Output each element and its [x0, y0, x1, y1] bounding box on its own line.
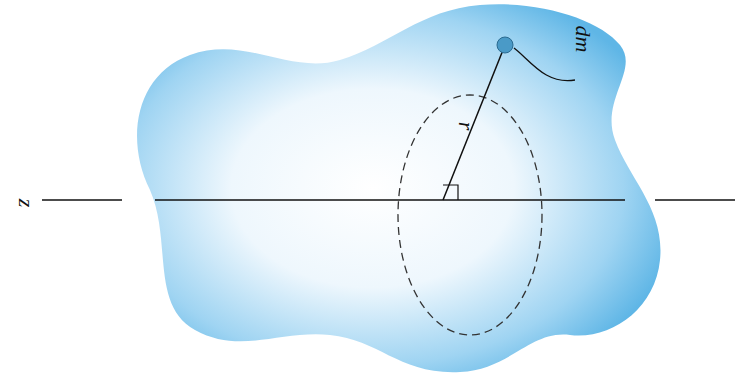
- mass-element: [497, 37, 513, 53]
- leader-line: [514, 48, 575, 81]
- axis-label: z: [15, 199, 37, 208]
- body-blob: [137, 4, 660, 372]
- radius-line: [443, 50, 503, 200]
- radius-label: r: [455, 122, 477, 131]
- axis-line: [42, 199, 122, 201]
- axis-line: [155, 199, 625, 201]
- mass-label: dm: [572, 26, 594, 53]
- right-angle-mark: [443, 185, 458, 200]
- axis-line: [655, 199, 735, 201]
